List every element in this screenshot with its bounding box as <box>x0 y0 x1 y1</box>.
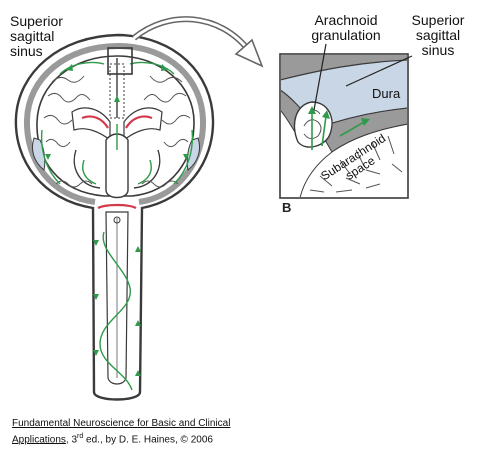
label-ssr-line2: sagittal <box>398 28 478 43</box>
label-superior-sagittal-sinus-right: Superior sagittal sinus <box>398 13 478 58</box>
panel-a-head-spine <box>16 35 213 400</box>
figure-citation: Fundamental Neuroscience for Basic and C… <box>12 417 230 446</box>
citation-line1: Fundamental Neuroscience for Basic and C… <box>12 417 230 430</box>
label-ssl-line2: sagittal <box>10 29 63 44</box>
label-ssr-line3: sinus <box>398 43 478 58</box>
panel-b-letter: B <box>282 200 291 215</box>
label-ssl-line1: Superior <box>10 14 63 29</box>
label-dura: Dura <box>372 86 400 101</box>
citation-edition-prefix: , 3 <box>66 434 77 445</box>
label-ag-line2: granulation <box>300 28 392 43</box>
label-ag-line1: Arachnoid <box>300 13 392 28</box>
label-superior-sagittal-sinus-left: Superior sagittal sinus <box>10 14 63 59</box>
citation-line2: Applications, 3rd ed., by D. E. Haines, … <box>12 430 230 446</box>
citation-applications: Applications <box>12 434 66 445</box>
label-arachnoid-granulation: Arachnoid granulation <box>300 13 392 43</box>
citation-edition-rest: ed., by D. E. Haines, © 2006 <box>83 434 213 445</box>
label-ssl-line3: sinus <box>10 44 63 59</box>
label-ssr-line1: Superior <box>398 13 478 28</box>
